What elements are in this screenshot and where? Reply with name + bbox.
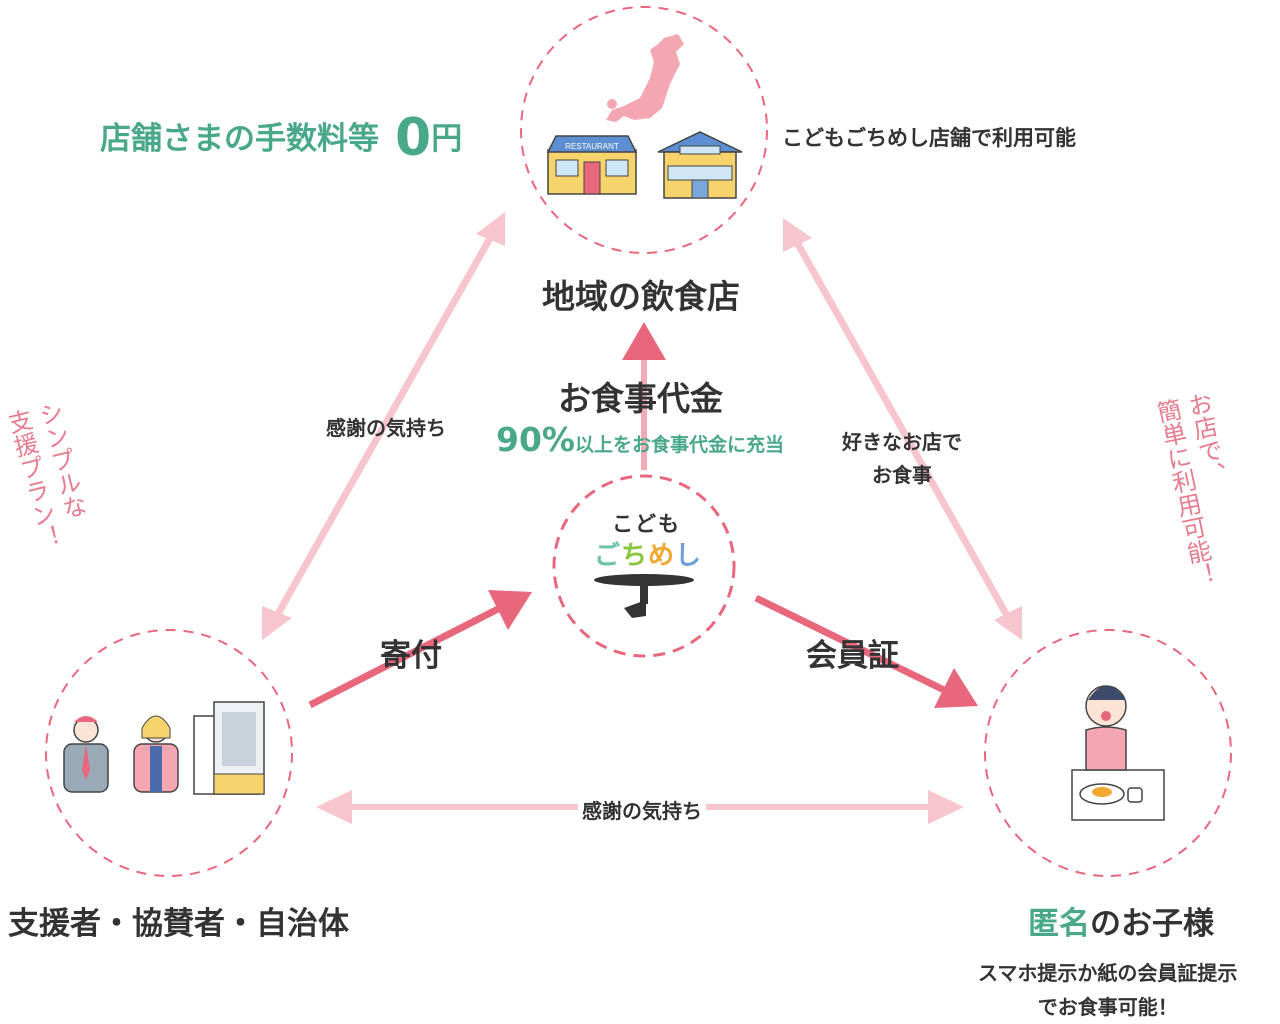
child-title: 匿名のお子様 [1028, 898, 1214, 943]
child-node-circle [984, 629, 1232, 877]
donation-label: 寄付 [380, 638, 442, 674]
child-title-accent: 匿名 [1028, 906, 1090, 942]
logo-tray-icon [594, 574, 694, 618]
logo-char-1: ご [594, 541, 622, 571]
membership-label: 会員証 [806, 638, 899, 674]
favorite-line-2: お食事 [872, 463, 932, 487]
favorite-line-1: 好きなお店で [842, 430, 962, 454]
japan-map-icon [606, 34, 684, 122]
fee-label: 店舗さまの手数料等 [100, 121, 379, 157]
logo-char-2: ち [621, 541, 649, 571]
meal-pct-note: 以上をお食事代金に充当 [575, 434, 785, 456]
favorite-shop-arrow [783, 218, 1022, 640]
restaurant-sign-text: RESTAURANT [565, 142, 619, 151]
logo-char-3: め [648, 541, 676, 571]
membership-arrow [754, 594, 978, 708]
thanks-left-arrow [262, 212, 505, 640]
meal-percentage: 90%以上をお食事代金に充当 [496, 420, 784, 459]
logo-char-4: し [675, 541, 703, 571]
fee-amount: 0 [395, 108, 432, 168]
fee-headline: 店舗さまの手数料等 0円 [100, 108, 462, 168]
child-note-line-2: でお食事可能！ [1037, 995, 1178, 1019]
donation-arrow [308, 590, 532, 709]
office-building-icon [193, 701, 265, 795]
supporters-title: 支援者・協賛者・自治体 [8, 906, 349, 942]
thanks-bottom-label: 感謝の気持ち [578, 795, 706, 824]
restaurant-note: こどもごちめし店舗で利用可能 [782, 126, 1076, 150]
japanese-shop-icon [657, 131, 743, 199]
meal-payment-label: お食事代金 [558, 379, 723, 418]
child-note: スマホ提示か紙の会員証提示 でお食事可能！ [978, 956, 1237, 1024]
restaurant-building-icon: RESTAURANT [546, 135, 638, 195]
child-title-rest: のお子様 [1090, 906, 1214, 942]
restaurant-title: 地域の飲食店 [542, 277, 740, 316]
favorite-shop-label: 好きなお店で お食事 [842, 426, 962, 492]
logo-main-text: ごちめし [594, 535, 702, 572]
thanks-left-label: 感謝の気持ち [326, 416, 446, 440]
supporters-node-circle [45, 629, 293, 877]
restaurant-node-circle [520, 6, 768, 254]
child-eating-icon [1071, 685, 1165, 821]
center-logo-circle [552, 474, 736, 658]
businesswoman-icon [133, 715, 179, 793]
child-note-line-1: スマホ提示か紙の会員証提示 [978, 961, 1238, 985]
logo-top-text: こども [612, 512, 681, 536]
meal-payment-arrow [622, 322, 666, 470]
meal-pct-value: 90% [496, 420, 575, 459]
fee-unit: 円 [431, 121, 463, 157]
businessman-icon [63, 716, 109, 793]
